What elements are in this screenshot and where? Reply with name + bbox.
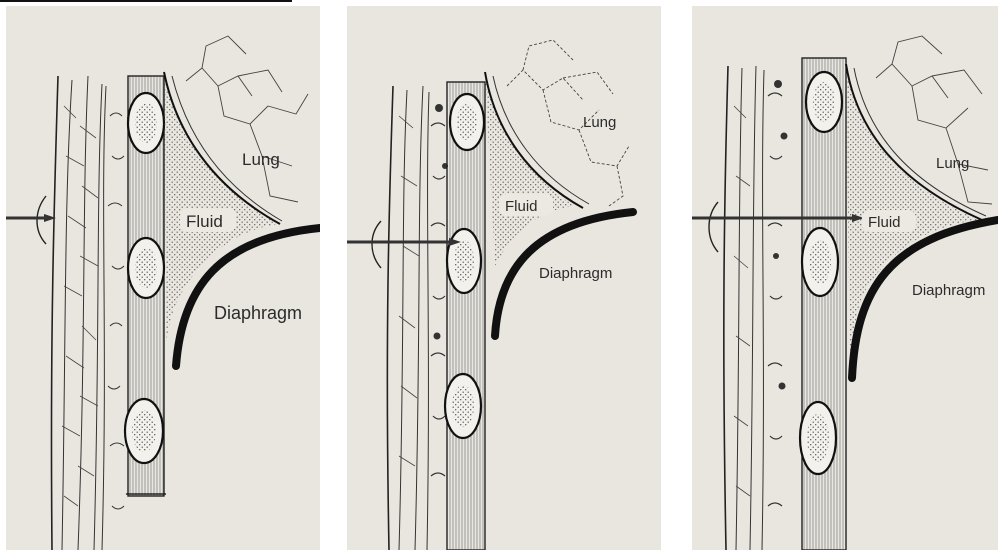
panel-1-illustration: Lung Fluid Diaphragm [6, 6, 320, 550]
pleural-fluid-region [485, 74, 575, 266]
panel-3-illustration: Lung Fluid Diaphragm [692, 6, 998, 550]
fluid-label: Fluid [868, 214, 901, 231]
top-divider-line [0, 0, 292, 2]
needle [6, 214, 56, 222]
diaphragm-label: Diaphragm [539, 265, 612, 282]
diaphragm-label: Diaphragm [912, 282, 985, 299]
panel-2: Lung Fluid Diaphragm [347, 6, 661, 550]
skin-layer [37, 76, 102, 550]
diaphragm-label: Diaphragm [214, 303, 302, 323]
panel-3: Lung Fluid Diaphragm [692, 6, 998, 550]
panel-1: Lung Fluid Diaphragm [6, 6, 320, 550]
fluid-label: Fluid [186, 212, 223, 231]
panel-2-illustration: Lung Fluid Diaphragm [347, 6, 661, 550]
needle [347, 238, 461, 246]
muscle-layer [762, 70, 788, 550]
muscle-layer [427, 92, 448, 550]
skin-layer [372, 86, 423, 550]
fluid-label: Fluid [505, 198, 538, 215]
muscle-layer [102, 86, 124, 550]
lung-label: Lung [583, 114, 616, 131]
skin-layer [709, 66, 756, 550]
lung-label: Lung [242, 150, 280, 169]
lung-label: Lung [936, 155, 969, 172]
rib-band [447, 82, 485, 550]
